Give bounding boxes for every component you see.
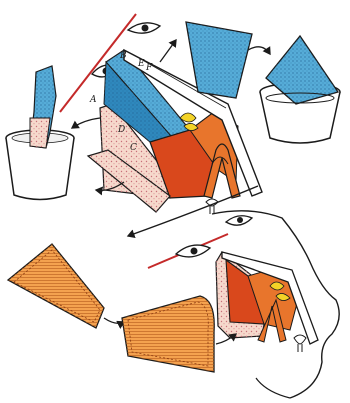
- label-f: F: [145, 63, 153, 73]
- eye-icon: [128, 23, 160, 33]
- arrow-to-right-cup: [248, 47, 270, 54]
- label-a: A: [89, 95, 97, 105]
- eye-icon: [176, 245, 210, 257]
- arrow-up-right: [160, 40, 176, 62]
- orange-piece-right: [122, 296, 214, 372]
- nose-base-icon: [294, 335, 306, 352]
- label-d: D: [117, 125, 125, 135]
- label-e: E: [137, 59, 145, 69]
- arrow-to-face: [216, 334, 236, 344]
- arrow-to-left-cup: [72, 118, 100, 128]
- arrow-to-right-piece: [104, 318, 124, 323]
- eye-icon: [226, 216, 252, 225]
- label-c: C: [130, 143, 137, 153]
- orange-piece-left: [8, 244, 104, 328]
- label-b: B: [119, 51, 127, 61]
